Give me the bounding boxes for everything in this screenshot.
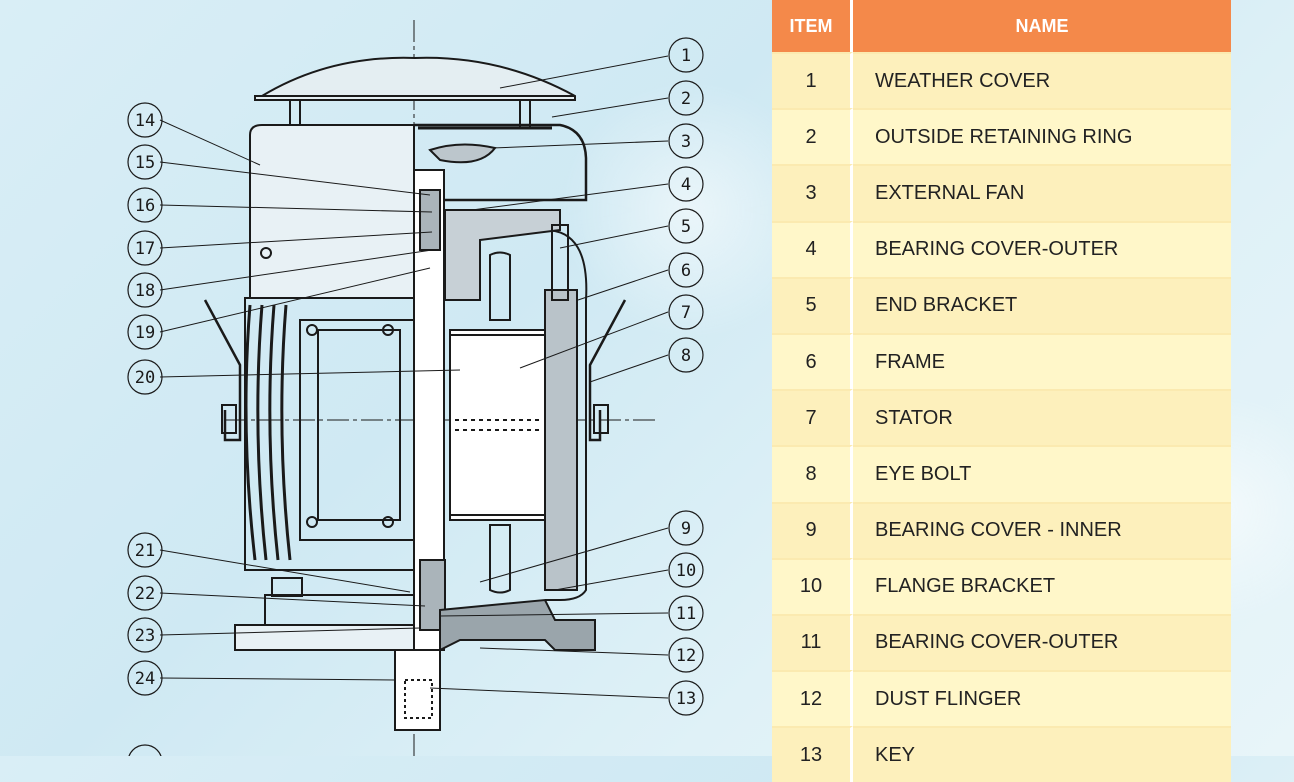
callout-24: 24 (127, 660, 163, 696)
item-number: 8 (772, 445, 853, 502)
svg-text:13: 13 (676, 689, 696, 709)
part-name: BEARING COVER-OUTER (853, 220, 1231, 277)
callout-2: 2 (668, 80, 704, 116)
column-header-item: ITEM (772, 0, 853, 52)
svg-text:7: 7 (681, 303, 691, 323)
callout-16: 16 (127, 187, 163, 223)
callout-9: 9 (668, 510, 704, 546)
callout-19: 19 (127, 314, 163, 350)
callout-4: 4 (668, 166, 704, 202)
part-name: STATOR (853, 389, 1231, 446)
item-number: 10 (772, 557, 853, 614)
callout-6: 6 (668, 252, 704, 288)
svg-text:3: 3 (681, 132, 691, 152)
item-number: 7 (772, 389, 853, 446)
item-number: 1 (772, 52, 853, 109)
callout-20: 20 (127, 359, 163, 395)
part-name: WEATHER COVER (853, 52, 1231, 109)
table-header-row: ITEM NAME (772, 0, 1231, 52)
callout-5: 5 (668, 208, 704, 244)
part-name: KEY (853, 726, 1231, 782)
svg-text:14: 14 (135, 111, 155, 131)
part-name: FLANGE BRACKET (853, 557, 1231, 614)
svg-text:2: 2 (681, 89, 691, 109)
callout-10: 10 (668, 552, 704, 588)
callout-7: 7 (668, 294, 704, 330)
callout-3: 3 (668, 123, 704, 159)
item-number: 13 (772, 726, 853, 782)
item-number: 6 (772, 332, 853, 390)
svg-text:5: 5 (681, 217, 691, 237)
callout-partial (128, 744, 162, 756)
svg-text:1: 1 (681, 46, 691, 66)
motor-cross-section-diagram: 1 2 3 4 5 6 7 8 9 10 11 12 13 14 15 16 1… (127, 20, 704, 756)
svg-text:8: 8 (681, 346, 691, 366)
svg-text:19: 19 (135, 323, 155, 343)
svg-text:10: 10 (676, 561, 696, 581)
svg-text:4: 4 (681, 175, 691, 195)
part-name: END BRACKET (853, 276, 1231, 333)
item-number: 4 (772, 220, 853, 277)
svg-text:9: 9 (681, 519, 691, 539)
column-header-name: NAME (853, 0, 1231, 52)
item-number: 12 (772, 670, 853, 727)
part-name: DUST FLINGER (853, 670, 1231, 727)
svg-text:22: 22 (135, 584, 155, 604)
svg-text:24: 24 (135, 669, 155, 689)
part-name: BEARING COVER - INNER (853, 501, 1231, 558)
callout-15: 15 (127, 144, 163, 180)
svg-text:11: 11 (676, 604, 696, 624)
svg-text:20: 20 (135, 368, 155, 388)
part-name: EYE BOLT (853, 445, 1231, 502)
callout-11: 11 (668, 595, 704, 631)
callout-13: 13 (668, 680, 704, 716)
callout-18: 18 (127, 272, 163, 308)
item-number: 9 (772, 501, 853, 558)
item-number: 5 (772, 276, 853, 333)
callout-12: 12 (668, 637, 704, 673)
part-name: BEARING COVER-OUTER (853, 613, 1231, 671)
callouts-left: 14 15 16 17 18 19 20 21 22 23 24 (127, 102, 163, 696)
part-name: OUTSIDE RETAINING RING (853, 108, 1231, 165)
svg-text:15: 15 (135, 153, 155, 173)
callout-14: 14 (127, 102, 163, 138)
svg-text:17: 17 (135, 239, 155, 259)
callout-23: 23 (127, 617, 163, 653)
callout-8: 8 (668, 337, 704, 373)
svg-text:12: 12 (676, 646, 696, 666)
callout-1: 1 (668, 37, 704, 73)
svg-text:23: 23 (135, 626, 155, 646)
item-number: 3 (772, 164, 853, 221)
callout-22: 22 (127, 575, 163, 611)
svg-text:18: 18 (135, 281, 155, 301)
svg-text:21: 21 (135, 541, 155, 561)
callout-17: 17 (127, 230, 163, 266)
callouts-right: 1 2 3 4 5 6 7 8 9 10 11 12 13 (668, 37, 704, 716)
svg-text:16: 16 (135, 196, 155, 216)
part-name: FRAME (853, 332, 1231, 390)
svg-text:6: 6 (681, 261, 691, 281)
callout-21: 21 (127, 532, 163, 568)
item-number: 2 (772, 108, 853, 165)
item-number: 11 (772, 613, 853, 671)
part-name: EXTERNAL FAN (853, 164, 1231, 221)
